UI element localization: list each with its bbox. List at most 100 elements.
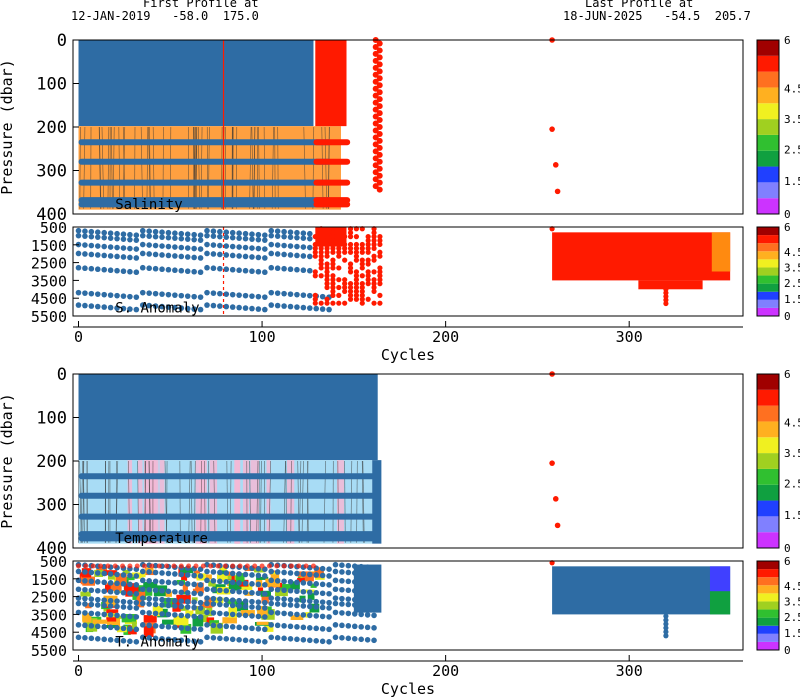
lower-red-dot — [230, 563, 236, 569]
temperature-streak — [127, 460, 133, 544]
lower-dot — [133, 590, 140, 597]
lower-red-dot — [371, 230, 377, 236]
lower-dot — [94, 623, 101, 630]
lower-red-dot — [222, 563, 228, 569]
lower-dot — [165, 588, 172, 595]
lower-dot — [114, 603, 120, 610]
colorbar-cell — [757, 283, 779, 292]
lower-dot — [88, 635, 95, 642]
lower-dot — [249, 581, 255, 587]
lower-dot — [101, 624, 108, 630]
lower-dot — [165, 234, 172, 241]
colorbar-cell — [757, 421, 779, 438]
lower-red-dot — [312, 245, 318, 251]
lower-dot — [133, 294, 140, 300]
lower-red-dot — [347, 249, 354, 255]
colorbar-cell — [757, 307, 779, 316]
lower-red-dot — [347, 281, 354, 287]
lower-dot — [236, 230, 242, 236]
lower-dot — [262, 237, 268, 243]
lower-dot — [139, 577, 146, 584]
lower-dot — [326, 590, 332, 597]
colorbar-cell — [757, 468, 779, 485]
anomaly-cell — [216, 574, 226, 580]
lower-dot — [262, 269, 268, 276]
lower-dot — [313, 598, 320, 605]
lower-red-dot — [83, 563, 89, 569]
lower-dot — [326, 306, 332, 313]
anomaly-cell — [307, 593, 315, 600]
lower-axes-frame — [72, 560, 744, 651]
lower-red-dot — [377, 249, 383, 255]
lower-dot — [262, 599, 268, 606]
last-profile-value: 18-JUN-2025 -54.5 205.7 — [563, 9, 751, 23]
lower-dot — [217, 290, 223, 297]
colorbar-frame — [756, 560, 780, 651]
lower-dot — [229, 291, 236, 298]
lower-dot — [165, 636, 172, 643]
colorbar-tick-label: 3.5 — [784, 113, 800, 126]
colorbar-cell — [757, 235, 779, 244]
lower-red-dot — [324, 273, 330, 279]
lower-dot — [146, 569, 152, 575]
lower-dot — [217, 251, 223, 258]
lower-dot — [300, 230, 307, 236]
lower-dot — [287, 303, 294, 310]
x-axis-label: Cycles — [381, 346, 435, 364]
anomaly-cell — [265, 578, 281, 587]
lower-dot — [197, 306, 204, 313]
red-column-dot — [372, 120, 379, 127]
lower-dot — [371, 637, 377, 644]
lower-dot — [249, 293, 255, 299]
lower-dot — [146, 578, 152, 584]
lower-dot — [88, 290, 95, 297]
lower-dot — [178, 580, 185, 587]
lower-dot — [229, 229, 236, 236]
lower-red-dot — [324, 277, 330, 283]
lower-dot — [345, 587, 352, 594]
lower-red-dot — [76, 563, 82, 569]
lower-dot — [75, 609, 82, 616]
lower-red-dot — [330, 292, 336, 298]
lower-dot — [268, 241, 275, 248]
late-dot — [663, 633, 669, 639]
colorbar-frame — [756, 226, 780, 317]
colorbar-cell — [757, 259, 779, 268]
lower-dot — [165, 611, 172, 618]
lower-dot — [107, 637, 114, 643]
lower-red-dot — [342, 284, 348, 291]
anomaly-cell — [233, 582, 240, 591]
lower-red-dot — [365, 261, 371, 267]
lower-red-dot — [359, 265, 365, 271]
lower-dot — [223, 636, 230, 642]
lower-dot — [146, 635, 152, 641]
lower-red-dot — [359, 261, 365, 267]
colorbar-tick-label: 1.5 — [784, 627, 800, 640]
red-column-dot — [372, 127, 379, 134]
y-tick-label: 300 — [36, 162, 67, 182]
lower-dot — [255, 638, 262, 645]
lower-dot — [191, 231, 197, 238]
lower-red-dot — [336, 292, 342, 298]
lower-dot — [262, 232, 268, 238]
anomaly-cell — [185, 610, 194, 617]
lower-red-dot — [365, 269, 371, 275]
temperature-streak — [159, 460, 165, 544]
lower-red-dot — [336, 265, 342, 271]
colorbar-cell — [757, 291, 779, 300]
lower-red-dot — [142, 563, 148, 569]
lower-dot — [146, 265, 152, 272]
lower-dot — [255, 590, 262, 597]
lower-dot — [159, 636, 165, 642]
lower-dot — [287, 229, 294, 235]
lower-dot — [268, 622, 275, 628]
lower-dot — [229, 588, 236, 595]
lower-dot — [152, 601, 159, 608]
colorbar-tick-label: 3.5 — [784, 447, 800, 460]
lower-dot — [319, 638, 326, 645]
lower-dot — [294, 229, 300, 236]
colorbar-tick-label: 0 — [784, 644, 791, 657]
lower-dot — [107, 304, 114, 311]
lower-dot — [139, 264, 146, 271]
